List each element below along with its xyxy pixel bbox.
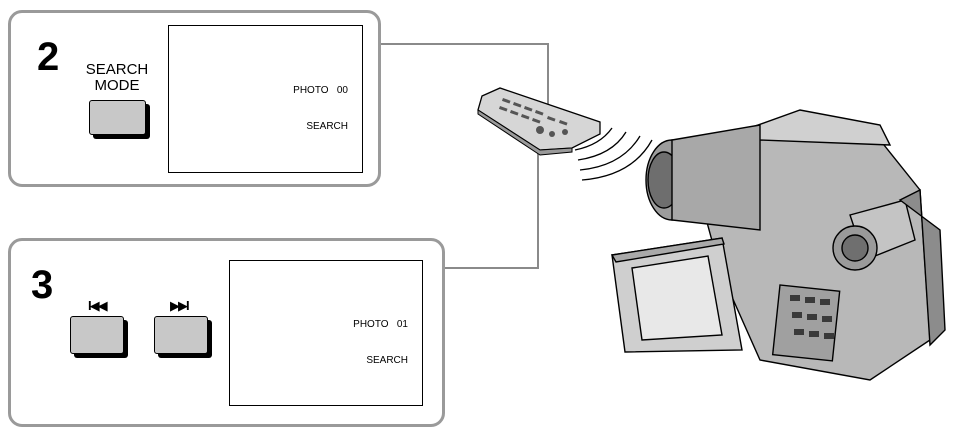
search-mode-label-line2: MODE bbox=[94, 77, 140, 94]
step-2-panel: 2 SEARCH MODE PHOTO 00 SEARCH bbox=[8, 10, 381, 187]
search-mode-label: SEARCH MODE bbox=[81, 62, 153, 94]
screen-search-label: SEARCH bbox=[366, 355, 408, 366]
search-mode-label-line1: SEARCH bbox=[85, 61, 149, 78]
screen-text-step3: PHOTO 01 SEARCH bbox=[353, 295, 408, 391]
search-mode-button[interactable] bbox=[89, 100, 146, 135]
screen-text-step2: PHOTO 00 SEARCH bbox=[293, 61, 348, 157]
step-number: 3 bbox=[31, 263, 54, 307]
remote-commander-icon bbox=[477, 87, 601, 156]
screen-photo-counter: PHOTO 01 bbox=[353, 319, 408, 330]
camcorder-icon bbox=[610, 109, 946, 381]
viewfinder-screen-step2: PHOTO 00 SEARCH bbox=[168, 25, 363, 173]
step-number: 2 bbox=[37, 35, 60, 79]
next-button[interactable] bbox=[154, 316, 208, 354]
connector-line-step2 bbox=[375, 43, 549, 120]
previous-button[interactable] bbox=[70, 316, 124, 354]
connector-line-step3 bbox=[439, 145, 539, 269]
step-3-panel: 3 I◀◀ ▶▶I PHOTO 01 SEARCH bbox=[8, 238, 445, 427]
screen-photo-counter: PHOTO 00 bbox=[293, 85, 348, 96]
signal-waves-icon bbox=[574, 127, 653, 181]
next-glyph-icon: ▶▶I bbox=[170, 298, 190, 313]
previous-glyph-icon: I◀◀ bbox=[88, 298, 108, 313]
screen-search-label: SEARCH bbox=[306, 121, 348, 132]
viewfinder-screen-step3: PHOTO 01 SEARCH bbox=[229, 260, 423, 406]
